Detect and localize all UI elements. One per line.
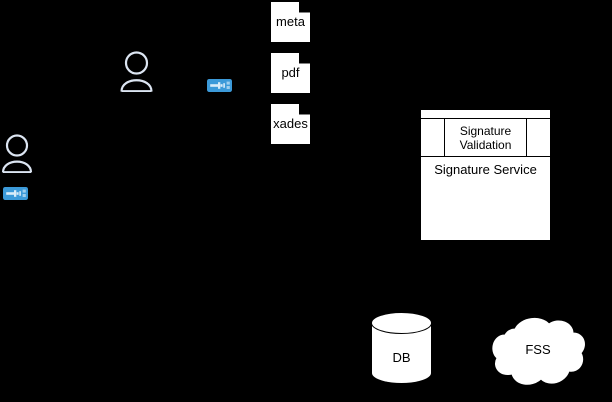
database-label: DB bbox=[392, 350, 411, 365]
signature-service-label: Signature Service bbox=[434, 162, 537, 177]
signature-validation-subcomponent[interactable]: Signature Validation bbox=[444, 118, 527, 157]
security-token-icon-bottom[interactable] bbox=[3, 187, 28, 200]
document-node-pdf[interactable]: pdf bbox=[270, 52, 311, 94]
signature-validation-label: Signature Validation bbox=[459, 123, 512, 152]
actor-icon-bottom[interactable] bbox=[1, 133, 33, 173]
document-node-meta[interactable]: meta bbox=[270, 1, 311, 43]
cloud-node-fss[interactable]: FSS bbox=[489, 315, 587, 387]
actor-icon-top[interactable] bbox=[119, 50, 154, 92]
row-right-pad bbox=[527, 118, 550, 157]
cloud-label-fss: FSS bbox=[525, 342, 551, 357]
document-label-meta: meta bbox=[276, 14, 305, 29]
document-label-xades: xades bbox=[273, 116, 308, 131]
row-left-pad bbox=[421, 118, 444, 157]
component-top-strip bbox=[421, 110, 550, 118]
signature-validation-row: Signature Validation bbox=[421, 118, 550, 157]
document-node-xades[interactable]: xades bbox=[270, 103, 311, 145]
database-node[interactable]: DB bbox=[371, 312, 432, 384]
signature-service-component[interactable]: Signature Validation Signature Service bbox=[421, 110, 550, 240]
document-label-pdf: pdf bbox=[281, 65, 300, 80]
security-token-icon-top[interactable] bbox=[207, 79, 232, 92]
